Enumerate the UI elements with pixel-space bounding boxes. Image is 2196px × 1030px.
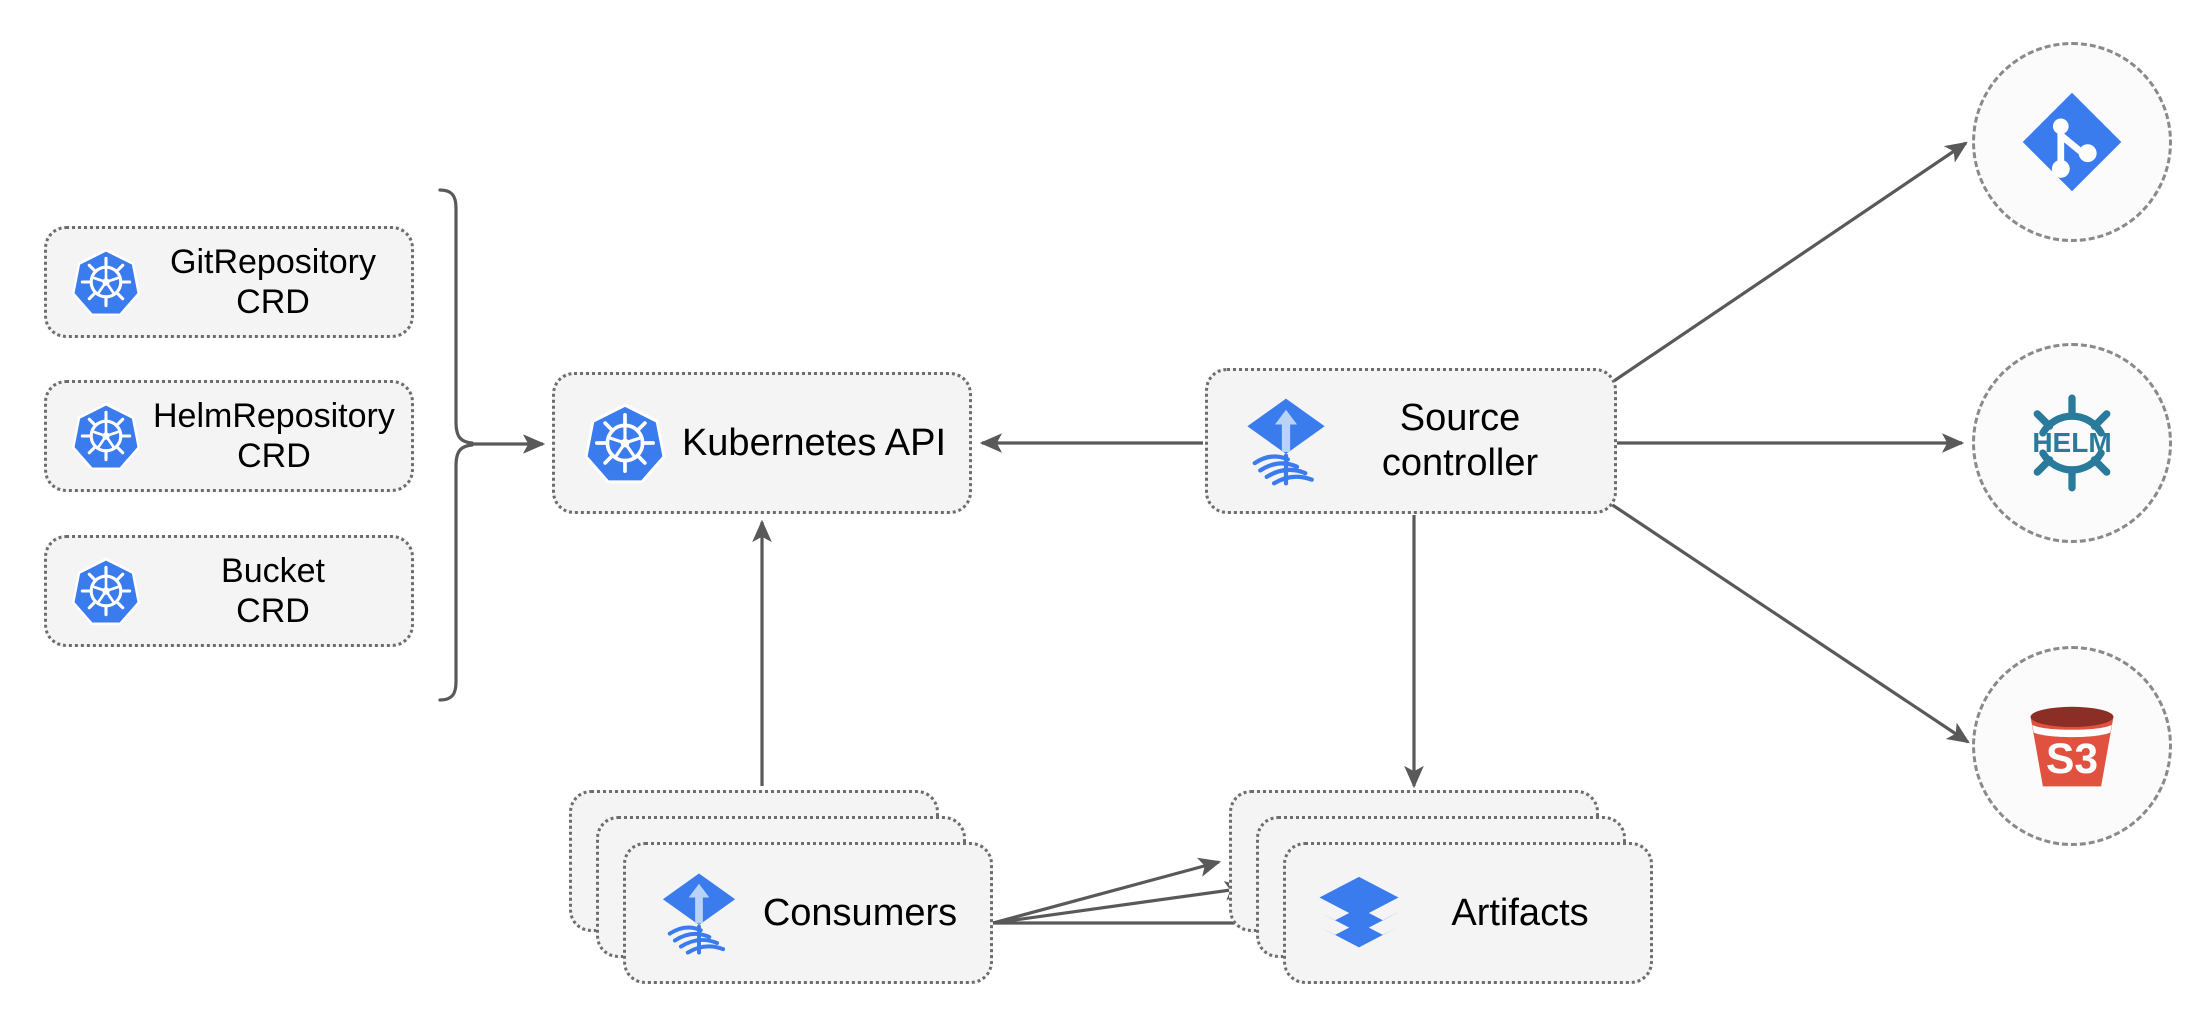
- external-node-git[interactable]: [1972, 42, 2172, 242]
- artifacts-stack-layer-front[interactable]: Artifacts: [1283, 842, 1653, 984]
- node-kubernetes-api[interactable]: Kubernetes API: [552, 372, 972, 514]
- crd-group-bracket: [438, 188, 474, 702]
- helm-icon: HELM: [2016, 387, 2128, 499]
- helm-wordmark: HELM: [2032, 427, 2111, 458]
- external-node-helm[interactable]: HELM: [1972, 343, 2172, 543]
- crd-label: HelmRepository CRD: [153, 396, 395, 475]
- kubernetes-icon: [69, 554, 143, 628]
- node-label: Consumers: [762, 891, 958, 934]
- node-artifacts-stack[interactable]: Artifacts: [1229, 790, 1659, 990]
- edge-source-to-s3: [1604, 498, 1970, 744]
- crd-label: GitRepository CRD: [170, 242, 376, 321]
- node-label: Kubernetes API: [681, 421, 947, 464]
- edge-consumers-to-artifacts-top: [992, 857, 1222, 925]
- crd-box-bucket[interactable]: Bucket CRD: [44, 535, 414, 647]
- crd-label: Bucket CRD: [221, 551, 325, 630]
- crd-box-helmrepository[interactable]: HelmRepository CRD: [44, 380, 414, 492]
- crd-box-gitrepository[interactable]: GitRepository CRD: [44, 226, 414, 338]
- edge-consumers-to-artifacts-mid: [992, 881, 1248, 925]
- flux-icon: [656, 870, 742, 956]
- node-label: Artifacts: [1451, 891, 1589, 934]
- kubernetes-icon: [69, 399, 143, 473]
- consumers-stack-layer-front[interactable]: Consumers: [623, 842, 993, 984]
- layers-icon: [1316, 870, 1402, 956]
- node-source-controller[interactable]: Source controller: [1205, 368, 1617, 514]
- git-icon: [2016, 86, 2128, 198]
- node-label: Source controller: [1381, 397, 1539, 484]
- flux-icon: [1240, 395, 1332, 487]
- node-consumers-stack[interactable]: Consumers: [569, 790, 999, 990]
- kubernetes-icon: [581, 399, 669, 487]
- edge-source-to-git: [1604, 141, 1968, 389]
- s3-bucket-icon: S3: [2016, 690, 2128, 802]
- external-node-s3[interactable]: S3: [1972, 646, 2172, 846]
- s3-wordmark: S3: [2046, 735, 2098, 783]
- kubernetes-icon: [69, 245, 143, 319]
